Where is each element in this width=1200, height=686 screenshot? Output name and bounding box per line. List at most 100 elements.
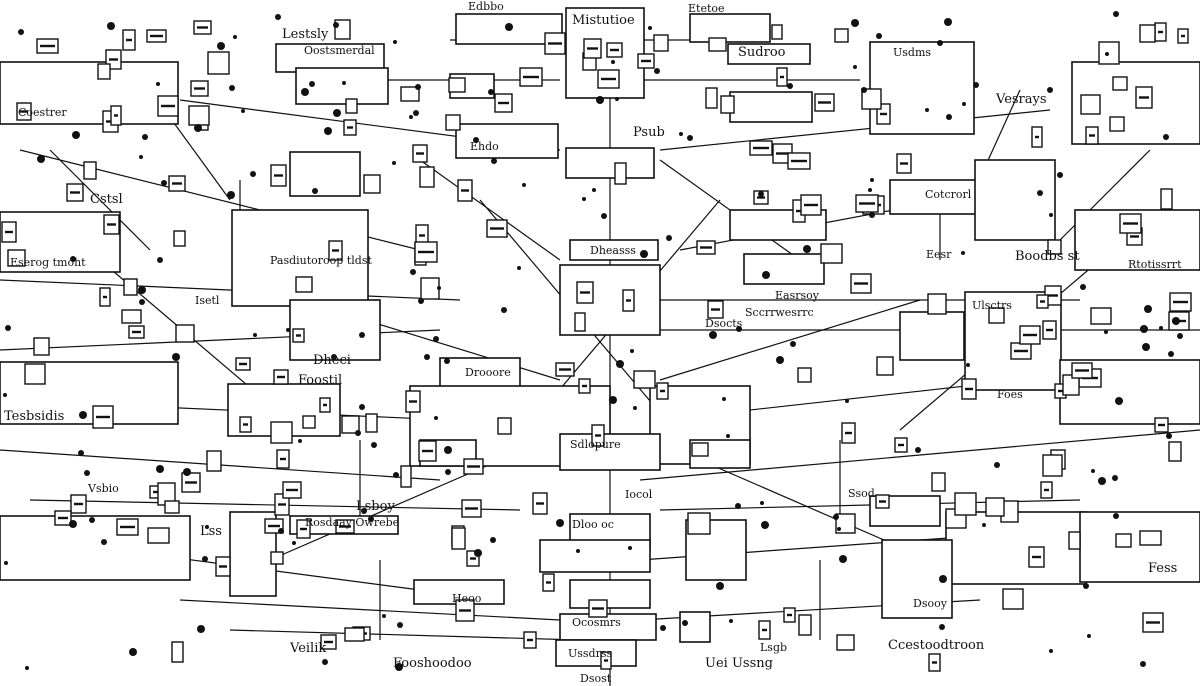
- junction-dot: [616, 360, 624, 368]
- junction-dot: [298, 439, 302, 443]
- junction-dot: [371, 442, 377, 448]
- node-box: [439, 357, 521, 389]
- junction-dot: [101, 539, 107, 545]
- junction-dot: [368, 516, 374, 522]
- node-box: [569, 579, 651, 609]
- junction-dot: [253, 333, 257, 337]
- junction-dot: [312, 188, 318, 194]
- label-mid-center-small: Ehdo: [470, 140, 499, 153]
- node-chip: [270, 551, 284, 565]
- label-mid-center-top: Psub: [633, 125, 665, 140]
- junction-dot: [84, 470, 90, 476]
- junction-dot: [333, 22, 339, 28]
- junction-dot: [488, 89, 494, 95]
- label-center-lower-box: Lsboy: [356, 499, 395, 514]
- label-center-low-mid: Heoo: [452, 592, 482, 605]
- junction-dot: [1104, 330, 1108, 334]
- node-box: [679, 611, 711, 643]
- junction-dot: [278, 528, 284, 534]
- junction-dot: [392, 161, 396, 165]
- connector-line: [659, 109, 1051, 151]
- junction-dots: [3, 11, 1183, 671]
- node-chip: [400, 465, 412, 488]
- node-chip: [931, 472, 946, 492]
- node-chip: [1090, 307, 1112, 325]
- node-chip: [1139, 24, 1156, 43]
- junction-dot: [286, 328, 290, 332]
- label-top-center: Mistutioe: [572, 13, 635, 28]
- junction-dot: [1049, 649, 1053, 653]
- junction-dot: [925, 108, 929, 112]
- label-center-right: Easrsoy: [775, 289, 820, 302]
- node-chip: [83, 161, 97, 180]
- junction-dot: [1168, 351, 1174, 357]
- junction-dot: [870, 178, 874, 182]
- node-chip: [445, 114, 461, 131]
- junction-dot: [716, 582, 724, 590]
- label-right-chip: Ulsctrs: [972, 299, 1012, 312]
- junction-dot: [107, 22, 115, 30]
- label-right-lower: Foes: [997, 388, 1023, 401]
- junction-dot: [309, 81, 315, 87]
- label-left-mid2: Dheci: [313, 353, 351, 368]
- junction-dot: [1037, 190, 1043, 196]
- node-chip: [206, 450, 222, 472]
- node-chip: [448, 77, 466, 93]
- junction-dot: [434, 416, 438, 420]
- junction-dot: [944, 18, 952, 26]
- node-chip: [836, 634, 855, 651]
- label-mid-left-side: Cstsl: [90, 192, 123, 207]
- junction-dot: [393, 40, 397, 44]
- node-chip: [720, 95, 735, 114]
- label-top-left-box: Oostsmerdal: [304, 44, 375, 57]
- junction-dot: [393, 472, 399, 478]
- junction-dot: [202, 556, 208, 562]
- junction-dot: [129, 648, 137, 656]
- junction-dot: [444, 446, 452, 454]
- label-bottom-mid-right: Uei Ussng: [705, 656, 773, 671]
- junction-dot: [868, 188, 872, 192]
- label-bottom-right: Ccestoodtroon: [888, 638, 985, 653]
- junction-dot: [556, 519, 564, 527]
- node-box: [539, 539, 651, 573]
- junction-dot: [615, 97, 619, 101]
- connector-line: [49, 149, 151, 251]
- label-center-right-low: Sccrrwesrrc: [745, 306, 814, 319]
- junction-dot: [25, 666, 29, 670]
- node-box: [559, 433, 661, 471]
- junction-dot: [490, 537, 496, 543]
- node-chip: [164, 500, 180, 514]
- node-chip: [1062, 374, 1080, 396]
- junction-dot: [787, 83, 793, 89]
- label-left-row: Tesbsidis: [4, 409, 64, 424]
- junction-dot: [837, 527, 841, 531]
- label-left-low-chain: Rosdaay Owrebe: [305, 516, 399, 529]
- label-right-low-chip: Ssod: [848, 487, 875, 500]
- label-right-edge-box: Boodbs st: [1015, 249, 1080, 264]
- junction-dot: [939, 575, 947, 583]
- node-chip: [97, 63, 111, 80]
- junction-dot: [156, 82, 160, 86]
- label-left-mid: Foostil: [298, 373, 342, 388]
- junction-dot: [410, 269, 416, 275]
- node-box: [1059, 359, 1200, 425]
- node-box: [945, 511, 1087, 585]
- junction-dot: [1047, 87, 1053, 93]
- node-chip: [7, 249, 26, 267]
- node-box: [555, 639, 637, 667]
- label-center-box2: Sdlopure: [570, 438, 621, 451]
- junction-dot: [183, 468, 191, 476]
- junction-dot: [501, 307, 507, 313]
- label-center-bottom-box: Ocosmrs: [572, 616, 621, 629]
- junction-dot: [522, 183, 526, 187]
- label-right-edge-small: Rtotissrrt: [1128, 258, 1182, 271]
- node-box: [1079, 511, 1200, 583]
- label-top-right-far: Usdms: [893, 46, 931, 59]
- node-chip: [497, 417, 512, 435]
- junction-dot: [3, 393, 7, 397]
- junction-dot: [1083, 583, 1089, 589]
- junction-dot: [1140, 661, 1146, 667]
- junction-dot: [233, 35, 237, 39]
- junction-dot: [687, 135, 693, 141]
- junction-dot: [359, 404, 365, 410]
